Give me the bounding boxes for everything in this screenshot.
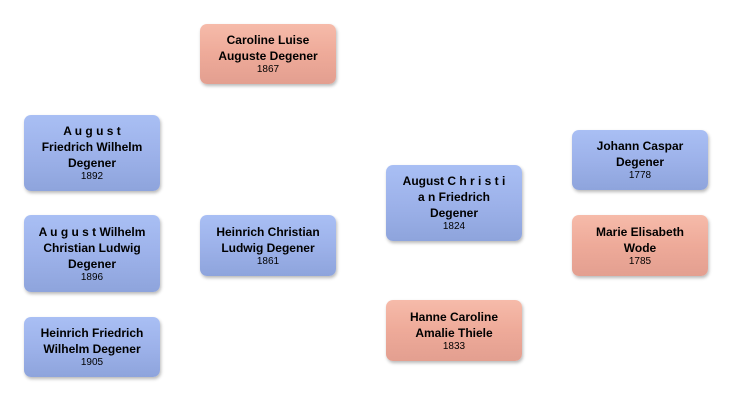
person-year: 1905 <box>80 357 104 368</box>
person-name: Caroline Luise Auguste Degener <box>218 33 318 63</box>
person-card-johann-caspar-degener[interactable]: Johann Caspar Degener 1778 <box>572 130 708 190</box>
person-card-heinrich-friedrich-wilhelm-degener[interactable]: Heinrich Friedrich Wilhelm Degener 1905 <box>24 317 160 377</box>
person-year: 1778 <box>628 170 652 181</box>
person-year: 1896 <box>80 271 104 283</box>
person-card-hanne-caroline-amalie-thiele[interactable]: Hanne Caroline Amalie Thiele 1833 <box>386 300 522 361</box>
person-name: Johann Caspar Degener <box>596 139 684 169</box>
person-name: Heinrich Christian Ludwig Degener <box>216 224 320 255</box>
person-year: 1892 <box>80 171 104 182</box>
person-year: 1833 <box>442 340 466 352</box>
person-card-caroline-luise-auguste-degener[interactable]: Caroline Luise Auguste Degener 1867 <box>200 24 336 84</box>
person-name: A u g u s t Wilhelm Christian Ludwig Deg… <box>38 224 146 271</box>
person-name: A u g u s t Friedrich Wilhelm Degener <box>41 124 143 170</box>
person-name: Hanne Caroline Amalie Thiele <box>409 309 499 340</box>
person-year: 1867 <box>256 64 280 75</box>
person-name: Heinrich Friedrich Wilhelm Degener <box>40 326 144 356</box>
person-name: Marie Elisabeth Wode <box>595 224 685 255</box>
person-card-marie-elisabeth-wode[interactable]: Marie Elisabeth Wode 1785 <box>572 215 708 276</box>
person-card-heinrich-christian-ludwig-degener[interactable]: Heinrich Christian Ludwig Degener 1861 <box>200 215 336 276</box>
person-year: 1785 <box>628 255 652 267</box>
person-card-august-wilhelm-christian-ludwig-degener[interactable]: A u g u s t Wilhelm Christian Ludwig Deg… <box>24 215 160 292</box>
person-card-august-christian-friedrich-degener[interactable]: August C h r i s t i a n Friedrich Degen… <box>386 165 522 241</box>
person-name: August C h r i s t i a n Friedrich Degen… <box>402 174 506 220</box>
person-year: 1861 <box>256 255 280 267</box>
person-card-august-friedrich-wilhelm-degener[interactable]: A u g u s t Friedrich Wilhelm Degener 18… <box>24 115 160 191</box>
person-year: 1824 <box>442 221 466 232</box>
